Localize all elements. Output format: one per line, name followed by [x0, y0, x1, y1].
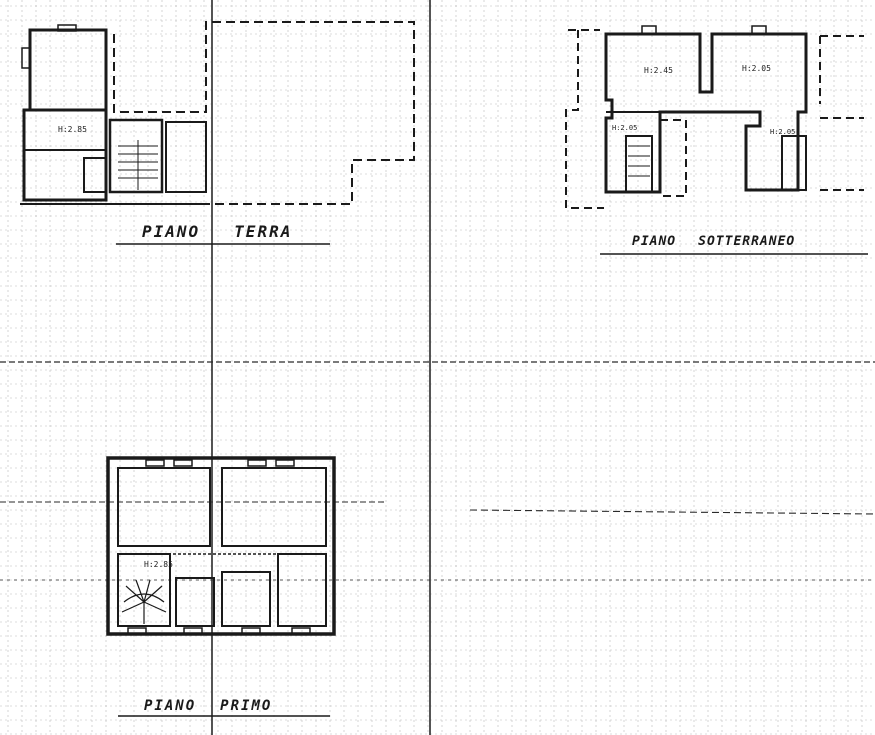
first-outer-wall [106, 456, 336, 636]
first-floor-title: PIANO PRIMO [144, 698, 272, 714]
first-room-right [277, 553, 327, 627]
first-title-word1: PIANO [144, 698, 197, 714]
ground-window [21, 47, 31, 69]
ground-dashed-extension [113, 21, 415, 205]
basement-height-right: H:2.05 [742, 64, 771, 73]
basement-title-word2: SOTTERRANEO [698, 234, 796, 249]
sheet-fold-horizontal [469, 509, 875, 515]
first-windows [127, 459, 311, 635]
ground-room-main [28, 28, 108, 112]
basement-title: PIANO SOTTERRANEO [632, 234, 795, 249]
basement-height-stair: H:2.05 [612, 124, 638, 132]
ground-room-lower [22, 108, 108, 202]
basement-height-small: H:2.05 [770, 128, 796, 136]
first-title-word2: PRIMO [220, 698, 273, 714]
basement-stair-icon [628, 145, 650, 177]
first-floor-plan [106, 456, 336, 717]
first-room-top-right [221, 467, 327, 547]
basement-dashed-wall [565, 29, 864, 209]
basement-small-room [781, 135, 807, 191]
basement-height-left: H:2.45 [644, 66, 673, 75]
basement-window [641, 25, 657, 35]
ground-stair-block [108, 118, 164, 194]
basement-title-word1: PIANO [632, 234, 677, 249]
ground-floor-title: PIANO TERRA [142, 222, 292, 241]
ground-stair-icon [118, 140, 158, 190]
ground-title-word2: TERRA [234, 222, 293, 241]
ground-title-word1: PIANO [142, 222, 201, 241]
ground-height-label: H:2.85 [58, 125, 87, 134]
first-room-top-left [117, 467, 211, 547]
basement-window [751, 25, 767, 35]
ground-window [57, 24, 77, 32]
basement-plan [565, 25, 868, 255]
ground-floor-plan [20, 21, 415, 245]
first-room-mid [221, 571, 271, 627]
ground-corridor [165, 121, 207, 193]
basement-outline [604, 32, 808, 194]
basement-stair-block [625, 135, 653, 193]
ground-small-room [83, 157, 107, 193]
first-height-label: H:2.85 [144, 560, 173, 569]
first-room-small [175, 577, 215, 627]
first-stair-icon [121, 579, 167, 624]
